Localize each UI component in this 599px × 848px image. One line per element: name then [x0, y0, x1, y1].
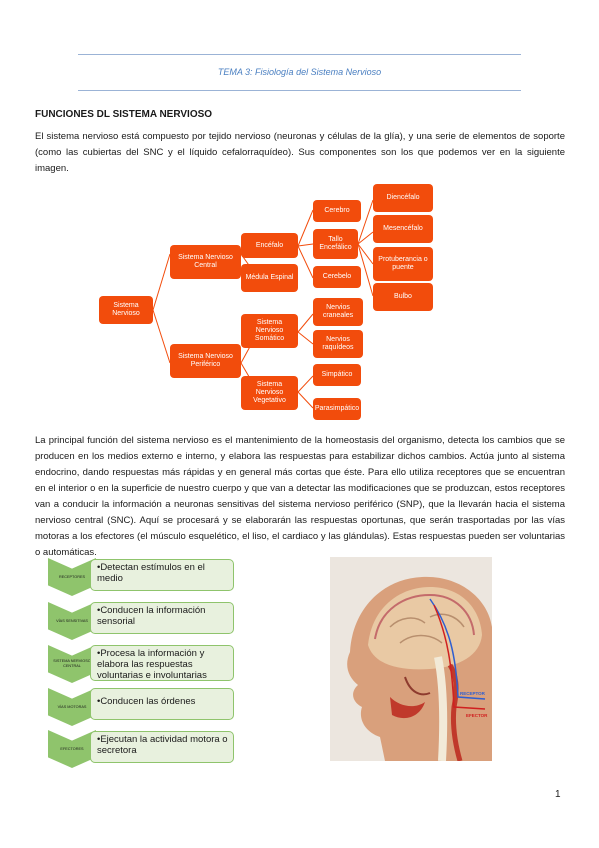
node-snp: Sistema Nervioso Periférico [170, 344, 241, 378]
node-sn-somatico: Sistema Nervioso Somático [241, 314, 298, 348]
efector-label: EFECTOR [466, 713, 488, 718]
flow-stage-snc: SISTEMA NERVIOSO CENTRAL [48, 645, 96, 683]
node-snc: Sistema Nervioso Central [170, 245, 241, 279]
node-mesencefalo: Mesencéfalo [373, 215, 433, 243]
node-sn-vegetativo: Sistema Nervioso Vegetativo [241, 376, 298, 410]
flow-step-snc: •Procesa la información y elabora las re… [90, 645, 234, 681]
flow-step-efectores: •Ejecutan la actividad motora o secretor… [90, 731, 234, 763]
function-paragraph: La principal función del sistema nervios… [35, 435, 565, 558]
node-diencefalo: Diencéfalo [373, 184, 433, 212]
receptor-label: RECEPTOR [460, 691, 485, 696]
node-sistema-nervioso: Sistema Nervioso [99, 296, 153, 324]
head-model-photo: RECEPTOR EFECTOR [330, 557, 492, 761]
header-rule-top [78, 54, 521, 55]
flow-step-receptores: •Detectan estímulos en el medio [90, 559, 234, 591]
diagram-connectors [152, 199, 374, 409]
node-nervios-craneales: Nervios craneales [313, 298, 363, 326]
intro-paragraph: El sistema nervioso está compuesto por t… [35, 131, 565, 174]
page-number: 1 [555, 789, 561, 800]
node-tallo-encefalico: Tallo Encefálico [313, 229, 358, 259]
node-parasimpatico: Parasimpático [313, 398, 361, 420]
node-encefalo: Encéfalo [241, 233, 298, 258]
header-rule-bottom [78, 90, 521, 91]
header-title: TEMA 3: Fisiología del Sistema Nervioso [217, 67, 382, 77]
node-cerebro: Cerebro [313, 200, 361, 222]
node-cerebelo: Cerebelo [313, 266, 361, 288]
node-simpatico: Simpático [313, 364, 361, 386]
flow-stage-vias-motoras: VÍAS MOTORAS [48, 688, 96, 726]
flow-stage-efectores: EFECTORES [48, 730, 96, 768]
head-model-illustration [330, 557, 492, 761]
node-protuberancia: Protuberancia o puente [373, 247, 433, 281]
flow-stage-receptores: RECEPTORES [48, 558, 96, 596]
node-bulbo: Bulbo [373, 283, 433, 311]
flow-step-vias-sensitivas: •Conducen la información sensorial [90, 602, 234, 634]
section-title: FUNCIONES DL SISTEMA NERVIOSO [35, 109, 213, 120]
flow-step-vias-motoras: •Conducen las órdenes [90, 688, 234, 720]
node-medula-espinal: Médula Espinal [241, 264, 298, 292]
node-nervios-raquideos: Nervios raquídeos [313, 330, 363, 358]
flow-stage-vias-sensitivas: VÍAS SENSITIVAS [48, 602, 96, 640]
